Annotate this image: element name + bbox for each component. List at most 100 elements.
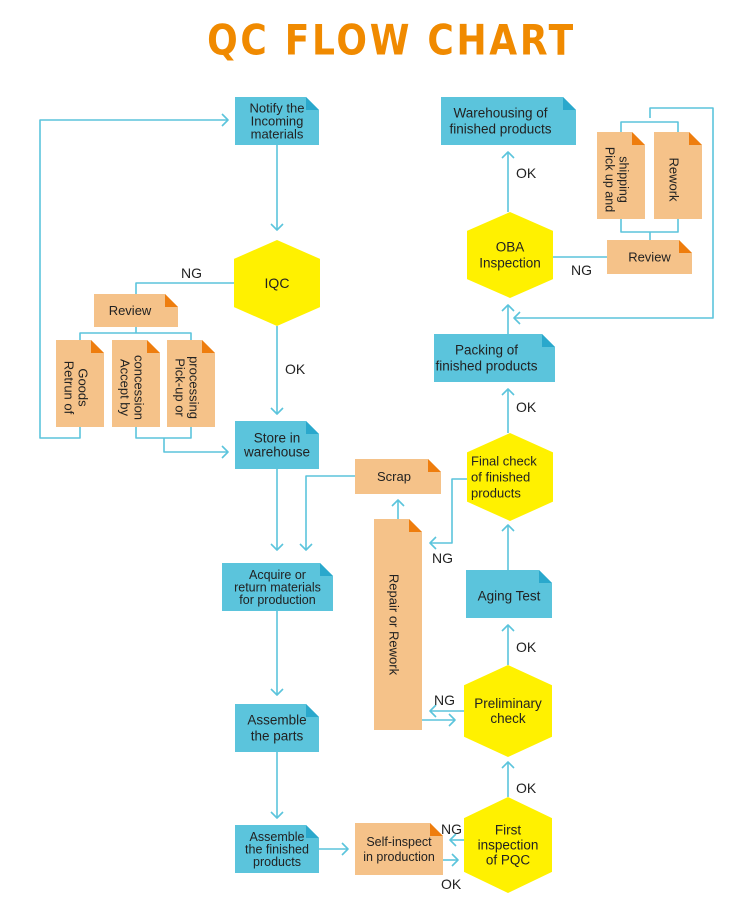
- node-label-aging: Aging Test: [478, 589, 541, 604]
- node-accept: [112, 340, 160, 427]
- arrowhead-icon: [270, 543, 284, 551]
- arrowhead-icon: [221, 113, 229, 127]
- decision-first_pqc: [464, 797, 552, 893]
- edge-label-ng_final: NG: [432, 550, 453, 566]
- arrowhead-icon: [270, 223, 284, 231]
- node-label-rework: Rework: [666, 157, 681, 202]
- connector-accept-store: [135, 427, 228, 453]
- decision-preliminary: [464, 665, 552, 757]
- node-label-review_right: Review: [628, 250, 671, 265]
- fold-corner-return_goods: [91, 340, 104, 353]
- fold-corner-assemble_finished: [306, 825, 319, 838]
- node-repair: [374, 519, 422, 730]
- node-self_inspect: [355, 823, 443, 875]
- node-assemble_finished: [235, 825, 319, 873]
- node-label-review_left: Review: [109, 303, 152, 318]
- edge-label-ok_prelim: OK: [516, 639, 537, 655]
- edge-label-ok_pqc: OK: [516, 780, 537, 796]
- node-label-accept: Accept byconcession: [117, 355, 146, 420]
- arrowhead-icon: [501, 761, 515, 769]
- arrowhead-icon: [221, 445, 229, 459]
- fold-corner-notify: [306, 97, 319, 110]
- node-rework: [654, 132, 702, 219]
- arrowhead-icon: [513, 311, 521, 325]
- edge-label-ok_final: OK: [516, 399, 537, 415]
- arrowhead-icon: [451, 853, 459, 867]
- edge-label-ng_oba: NG: [571, 262, 592, 278]
- arrowhead-icon: [501, 524, 515, 532]
- edge-label-ng_iqc: NG: [181, 265, 202, 281]
- fold-corner-review_right: [679, 240, 692, 253]
- edge-label-ng_self: NG: [441, 821, 462, 837]
- arrowhead-icon: [341, 842, 349, 856]
- chart-title: QC FLOW CHART: [207, 17, 576, 65]
- arrowhead-icon: [448, 713, 456, 727]
- fold-corner-store: [306, 421, 319, 434]
- node-warehousing: [441, 97, 576, 145]
- fold-corner-review_left: [165, 294, 178, 307]
- node-store: [235, 421, 319, 469]
- fold-corner-warehousing: [563, 97, 576, 110]
- node-packing: [434, 334, 555, 382]
- fold-corner-packing: [542, 334, 555, 347]
- fold-corner-scrap: [428, 459, 441, 472]
- fold-corner-acquire: [320, 563, 333, 576]
- arrowhead-icon: [270, 811, 284, 819]
- node-label-pickup_shipping: Pick up andshipping: [603, 147, 631, 212]
- node-pickup_left: [167, 340, 215, 427]
- arrowhead-icon: [429, 536, 437, 550]
- fold-corner-repair: [409, 519, 422, 532]
- node-assemble_parts: [235, 704, 319, 752]
- node-review_left: [94, 294, 178, 327]
- arrowhead-icon: [501, 304, 515, 312]
- edge-label-ok_self: OK: [441, 876, 462, 892]
- fold-corner-self_inspect: [430, 823, 443, 836]
- node-review_right: [607, 240, 692, 274]
- fold-corner-accept: [147, 340, 160, 353]
- fold-corner-rework: [689, 132, 702, 145]
- fold-corner-pickup_shipping: [632, 132, 645, 145]
- arrowhead-icon: [429, 704, 437, 718]
- connector-return-notify: [39, 119, 228, 439]
- node-pickup_shipping: [597, 132, 645, 219]
- connector-scrap-acquire: [305, 475, 355, 550]
- node-acquire: [222, 563, 333, 611]
- node-label-repair: Repair or Rework: [386, 574, 401, 676]
- decision-iqc: [234, 240, 320, 326]
- arrowhead-icon: [270, 688, 284, 696]
- connectors: [39, 107, 714, 867]
- arrowhead-icon: [391, 499, 405, 507]
- connector-review-options: [79, 327, 192, 340]
- decision-label-iqc: IQC: [265, 275, 290, 291]
- fold-corner-assemble_parts: [306, 704, 319, 717]
- node-label-pickup_left: Pick-up orprocessing: [172, 356, 201, 419]
- node-notify: [235, 97, 319, 145]
- arrowhead-icon: [501, 151, 515, 159]
- arrowhead-icon: [449, 833, 457, 847]
- node-aging: [466, 570, 552, 618]
- decision-final_check: [467, 433, 553, 521]
- connector-iqc-review: [135, 282, 234, 294]
- arrowhead-icon: [501, 388, 515, 396]
- node-label-return_goods: Retrun ofGoods: [61, 361, 90, 415]
- connector-final-repair: [430, 478, 467, 544]
- connector-review-right-options: [620, 121, 679, 240]
- fold-corner-aging: [539, 570, 552, 583]
- edge-label-ok_oba: OK: [516, 165, 537, 181]
- arrowhead-icon: [270, 407, 284, 415]
- arrowhead-icon: [299, 543, 313, 551]
